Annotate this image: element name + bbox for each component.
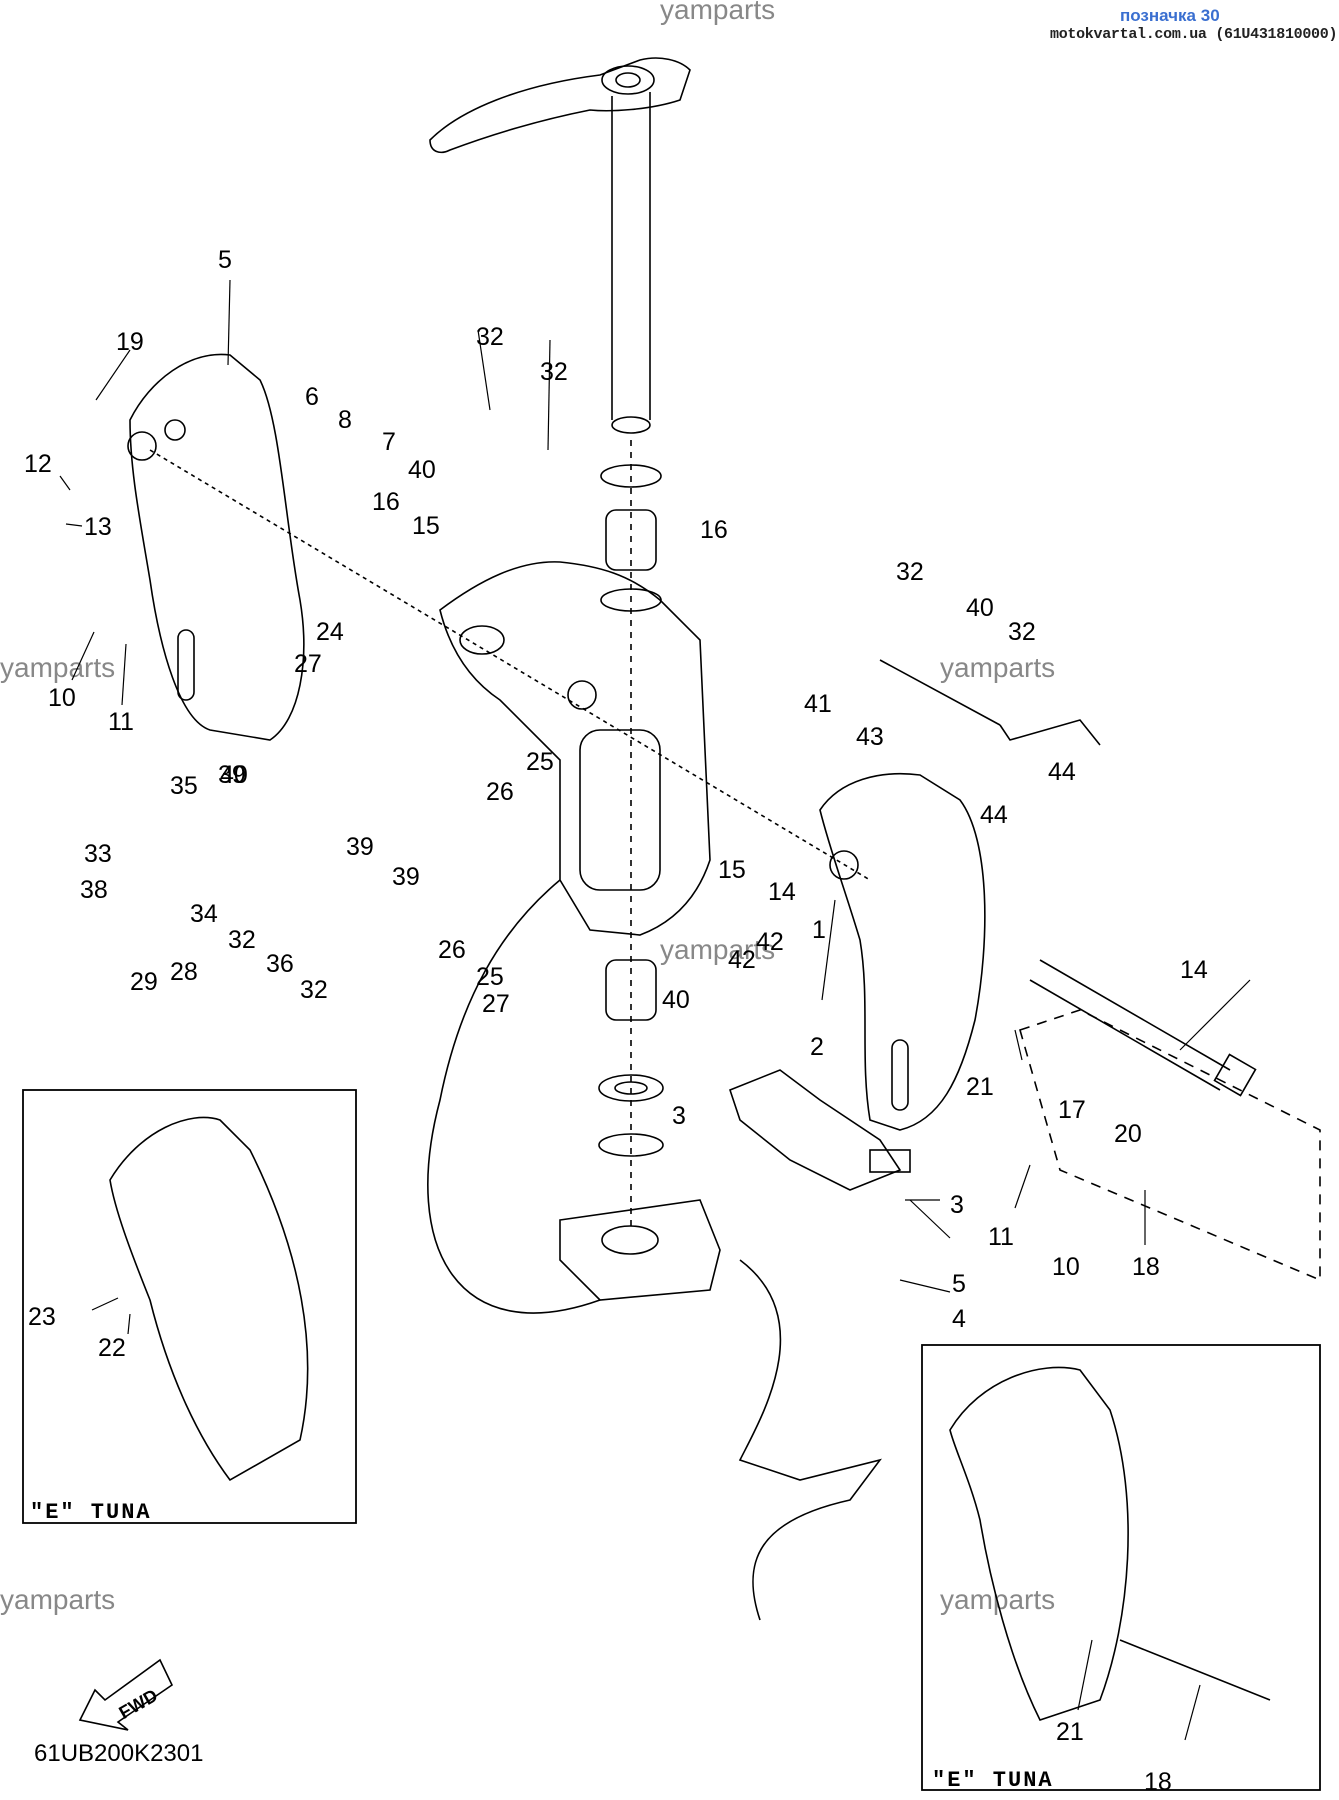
callout: 18 <box>1144 1768 1172 1796</box>
callout: 11 <box>988 1223 1014 1251</box>
callout: 5 <box>952 1270 966 1298</box>
leader-lines <box>59 279 1251 1741</box>
callout: 32 <box>1008 618 1036 646</box>
callout: 14 <box>1180 956 1208 984</box>
callout: 39 <box>392 863 420 891</box>
callout: 3 <box>672 1102 686 1130</box>
inset-label: "E" TUNA <box>30 1500 152 1525</box>
lower-mount <box>427 879 882 1621</box>
dashed-group <box>1019 1009 1321 1282</box>
callout: 25 <box>476 963 504 991</box>
callout: 32 <box>300 976 328 1004</box>
through-bolt <box>149 449 1257 1097</box>
callout: 42 <box>756 928 784 956</box>
callout: 11 <box>108 708 134 736</box>
inset-label: "E" TUNA <box>932 1768 1054 1793</box>
callout: 32 <box>896 558 924 586</box>
callout: 3 <box>950 1191 964 1219</box>
clamp-bracket-left <box>127 353 305 741</box>
callout: 13 <box>84 513 112 541</box>
inset-bolt <box>1119 1639 1271 1701</box>
callout: 10 <box>1052 1253 1080 1281</box>
callout: 34 <box>190 900 218 928</box>
trim-rod <box>879 659 1101 746</box>
callout-numbers: 5 19 12 13 10 11 6 8 7 40 16 15 24 27 32… <box>24 246 1208 1796</box>
callout: 19 <box>116 328 144 356</box>
callout: 8 <box>338 406 352 434</box>
source-label: motokvartal.com.ua (61U431810000) <box>1050 26 1338 43</box>
callout: 26 <box>438 936 466 964</box>
callout: 27 <box>294 650 322 678</box>
callout: 16 <box>700 516 728 544</box>
callout: 1 <box>812 916 826 944</box>
callout: 22 <box>98 1334 126 1362</box>
callout: 2 <box>810 1033 824 1061</box>
callout: 15 <box>718 856 746 884</box>
lower-bracket <box>729 1069 911 1191</box>
callout: 5 <box>218 246 232 274</box>
callout: 21 <box>1056 1718 1084 1746</box>
callout: 21 <box>966 1073 994 1101</box>
callout: 24 <box>316 618 344 646</box>
callout: 41 <box>804 690 832 718</box>
callout: 26 <box>486 778 514 806</box>
inset-frame-left <box>22 1089 357 1524</box>
callout: 16 <box>372 488 400 516</box>
callout: 36 <box>266 950 294 978</box>
callout: 40 <box>966 594 994 622</box>
callout: 38 <box>80 876 108 904</box>
callout: 23 <box>28 1303 56 1331</box>
callout: 7 <box>382 428 396 456</box>
callout: 27 <box>482 990 510 1018</box>
swivel-bracket <box>439 561 711 936</box>
callout: 35 <box>170 772 198 800</box>
callout: 10 <box>48 684 76 712</box>
inset-bracket-left <box>109 1116 309 1482</box>
watermark: yamparts <box>660 934 776 965</box>
callout: 43 <box>856 723 884 751</box>
callout: 12 <box>24 450 52 478</box>
callout: 17 <box>1058 1096 1086 1124</box>
callout: 33 <box>84 840 112 868</box>
callout: 6 <box>305 383 319 411</box>
watermark: yamparts <box>0 652 116 683</box>
callout: 40 <box>220 761 248 789</box>
watermark: yamparts <box>0 1584 116 1615</box>
callout: 40 <box>408 456 436 484</box>
callout: 4 <box>952 1305 966 1333</box>
callout: 29 <box>130 968 158 996</box>
callout: 40 <box>662 986 690 1014</box>
inset-frame-right <box>921 1344 1321 1791</box>
callout: 39 <box>218 761 246 789</box>
shaft-bushings <box>598 440 664 1230</box>
callout: 32 <box>540 358 568 386</box>
callout: 25 <box>526 748 554 776</box>
inset-bracket-right <box>949 1366 1129 1721</box>
callout: 15 <box>412 512 440 540</box>
callout: 42 <box>728 946 756 974</box>
steering-arm <box>429 57 691 434</box>
drawing-code: 61UB200K2301 <box>34 1740 204 1767</box>
callout: 39 <box>346 833 374 861</box>
callout: 14 <box>768 878 796 906</box>
callout: 32 <box>476 323 504 351</box>
clamp-bracket-right <box>819 772 986 1131</box>
fwd-arrow <box>78 1658 174 1731</box>
callout: 28 <box>170 958 198 986</box>
watermark: yamparts <box>940 652 1056 683</box>
callout: 18 <box>1132 1253 1160 1281</box>
watermark: yamparts <box>660 0 776 25</box>
diagram-tag: позначка 30 <box>1120 6 1220 25</box>
callout: 20 <box>1114 1120 1142 1148</box>
callout: 44 <box>1048 758 1076 786</box>
callout: 44 <box>980 801 1008 829</box>
callout: 32 <box>228 926 256 954</box>
